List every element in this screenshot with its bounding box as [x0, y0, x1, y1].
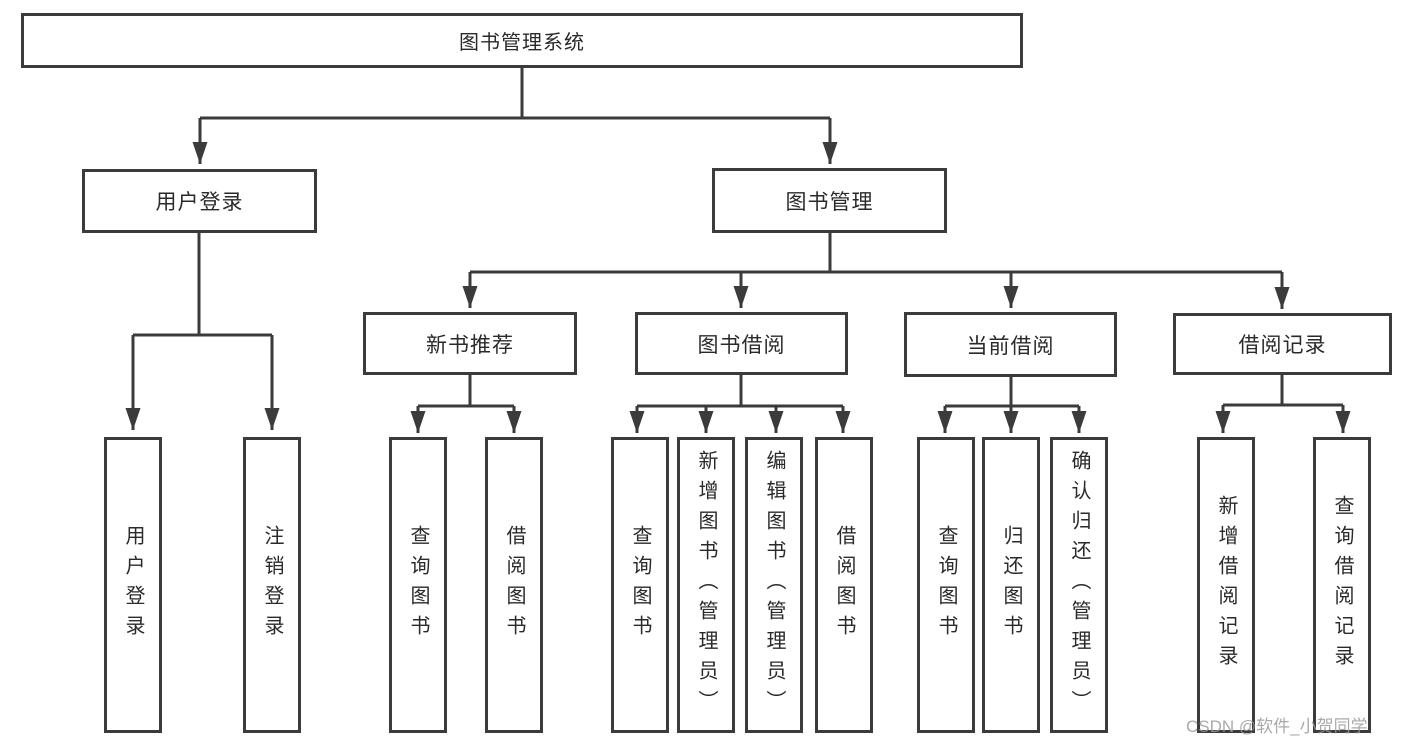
node-book-borrow: 图书借阅 — [635, 312, 848, 375]
node-leaf-add-book-admin: 新增图书（管理员） — [677, 437, 735, 733]
node-leaf-user-login: 用户登录 — [104, 437, 162, 733]
node-leaf-query-books-current: 查询图书 — [917, 437, 975, 733]
node-leaf-query-borrow-record: 查询借阅记录 — [1313, 437, 1371, 733]
node-leaf-query-books-recommend: 查询图书 — [389, 437, 447, 733]
node-leaf-edit-book-admin: 编辑图书（管理员） — [745, 437, 803, 733]
node-current-borrow: 当前借阅 — [904, 312, 1117, 377]
csdn-watermark: CSDN @软件_小贺同学 — [1186, 717, 1368, 736]
node-leaf-logout: 注销登录 — [243, 437, 301, 733]
node-leaf-borrow-books-recommend: 借阅图书 — [485, 437, 543, 733]
node-book-management: 图书管理 — [712, 168, 947, 233]
node-leaf-borrow-books: 借阅图书 — [815, 437, 873, 733]
node-new-book-recommend: 新书推荐 — [363, 312, 577, 375]
node-leaf-add-borrow-record: 新增借阅记录 — [1197, 437, 1255, 733]
node-leaf-query-books-borrow: 查询图书 — [611, 437, 669, 733]
node-leaf-confirm-return-admin: 确认归还（管理员） — [1050, 437, 1108, 733]
node-root-system: 图书管理系统 — [21, 13, 1023, 68]
node-borrow-records: 借阅记录 — [1173, 313, 1392, 375]
node-leaf-return-books: 归还图书 — [982, 437, 1040, 733]
node-user-login: 用户登录 — [82, 169, 317, 233]
